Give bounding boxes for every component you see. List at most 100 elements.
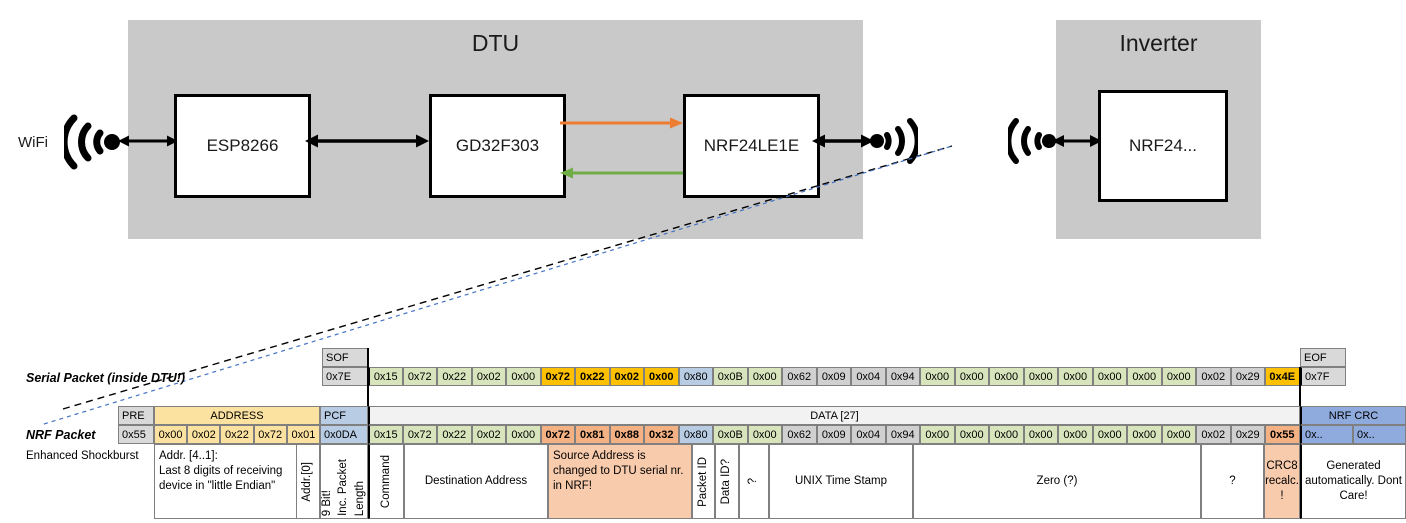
nrf-crc-header: NRF CRC bbox=[1300, 406, 1406, 425]
serial-byte-2: 0x22 bbox=[437, 367, 472, 386]
serial-byte-18: 0x00 bbox=[989, 367, 1024, 386]
inverter-title: Inverter bbox=[1119, 30, 1198, 56]
serial-byte-19: 0x00 bbox=[1023, 367, 1058, 386]
desc-unix-timestamp: UNIX Time Stamp bbox=[769, 444, 913, 519]
nrf-byte-5: 0x72 bbox=[540, 425, 575, 444]
desc-address: Addr. [4..1]: Last 8 digits of receiving… bbox=[154, 444, 320, 519]
nrf-byte-0: 0x15 bbox=[368, 425, 403, 444]
serial-sof-header: SOF bbox=[322, 348, 368, 367]
nrf-byte-11: 0x00 bbox=[747, 425, 782, 444]
wifi-label: WiFi bbox=[18, 134, 48, 151]
chip-nrf24le1e: NRF24LE1E bbox=[683, 94, 820, 198]
nrf-address-byte-3: 0x72 bbox=[253, 425, 287, 444]
serial-byte-13: 0x09 bbox=[816, 367, 851, 386]
serial-byte-5: 0x72 bbox=[540, 367, 575, 386]
nrf-byte-16: 0x00 bbox=[920, 425, 955, 444]
serial-byte-9: 0x80 bbox=[678, 367, 713, 386]
serial-byte-20: 0x00 bbox=[1058, 367, 1093, 386]
nrf-crc-byte-1: 0x.. bbox=[1353, 425, 1406, 444]
rf-antenna-icon-dtu bbox=[870, 118, 918, 164]
desc-destination-address: Destination Address bbox=[404, 444, 548, 519]
nrf-address-byte-0: 0x00 bbox=[154, 425, 188, 444]
desc-data-id: Data ID? bbox=[715, 444, 739, 519]
serial-byte-24: 0x02 bbox=[1196, 367, 1231, 386]
dtu-title: DTU bbox=[471, 30, 520, 56]
desc-data-id-text: Data ID? bbox=[720, 458, 733, 505]
serial-byte-12: 0x62 bbox=[782, 367, 817, 386]
serial-byte-25: 0x29 bbox=[1230, 367, 1265, 386]
nrf-byte-10: 0x0B bbox=[713, 425, 748, 444]
nrf-address-byte-2: 0x22 bbox=[220, 425, 254, 444]
nrf-byte-20: 0x00 bbox=[1058, 425, 1093, 444]
nrf-byte-1: 0x72 bbox=[402, 425, 437, 444]
nrf-byte-18: 0x00 bbox=[989, 425, 1024, 444]
nrf-data-header: DATA [27] bbox=[368, 406, 1300, 425]
nrf-byte-13: 0x09 bbox=[816, 425, 851, 444]
serial-byte-4: 0x00 bbox=[506, 367, 541, 386]
desc-crc8: CRC8 recalc. ! bbox=[1264, 444, 1300, 519]
desc-source-address: Source Address is changed to DTU serial … bbox=[548, 444, 692, 519]
serial-packet-label: Serial Packet (inside DTU!) bbox=[26, 371, 186, 385]
nrf-packet-label: NRF Packet bbox=[26, 428, 96, 442]
nrf-byte-9: 0x80 bbox=[678, 425, 713, 444]
serial-byte-10: 0x0B bbox=[713, 367, 748, 386]
nrf-address-header: ADDRESS bbox=[154, 406, 320, 425]
esp-to-gd32-arrow bbox=[305, 134, 429, 148]
serial-byte-1: 0x72 bbox=[402, 367, 437, 386]
chip-gd32f303: GD32F303 bbox=[429, 94, 566, 198]
nrf-byte-4: 0x00 bbox=[506, 425, 541, 444]
desc-zero: Zero (?) bbox=[913, 444, 1201, 519]
desc-addr0: Addr.[0] bbox=[296, 444, 320, 519]
nrf-byte-19: 0x00 bbox=[1023, 425, 1058, 444]
nrf-byte-23: 0x00 bbox=[1161, 425, 1196, 444]
desc-command-text: Command bbox=[379, 454, 392, 509]
chip-gd32f303-label: GD32F303 bbox=[455, 136, 540, 155]
nrf-byte-2: 0x22 bbox=[437, 425, 472, 444]
serial-byte-26: 0x4E bbox=[1265, 367, 1300, 386]
serial-byte-17: 0x00 bbox=[954, 367, 989, 386]
nrf-byte-26: 0x55 bbox=[1265, 425, 1300, 444]
enhanced-shockburst-label: Enhanced Shockburst bbox=[26, 450, 139, 462]
chip-esp8266-label: ESP8266 bbox=[206, 136, 279, 155]
serial-sof-value: 0x7E bbox=[322, 367, 368, 386]
desc-command: Command bbox=[368, 444, 404, 519]
nrf-pre-header: PRE bbox=[118, 406, 154, 425]
nrf-to-antenna-arrow bbox=[812, 134, 874, 148]
nrf-byte-14: 0x04 bbox=[851, 425, 886, 444]
nrf-byte-6: 0x81 bbox=[575, 425, 610, 444]
serial-byte-22: 0x00 bbox=[1127, 367, 1162, 386]
serial-byte-16: 0x00 bbox=[920, 367, 955, 386]
nrf-pcf-header: PCF bbox=[320, 406, 368, 425]
chip-nrf24-label: NRF24... bbox=[1128, 136, 1198, 155]
serial-byte-14: 0x04 bbox=[851, 367, 886, 386]
green-arrow-icon bbox=[560, 167, 683, 179]
serial-eof-header: EOF bbox=[1300, 348, 1346, 367]
serial-byte-15: 0x94 bbox=[885, 367, 920, 386]
chip-nrf24le1e-label: NRF24LE1E bbox=[703, 136, 800, 155]
chip-nrf24-inverter: NRF24... bbox=[1098, 90, 1228, 202]
nrf-byte-17: 0x00 bbox=[954, 425, 989, 444]
nrf-crc-byte-0: 0x.. bbox=[1300, 425, 1353, 444]
wifi-to-esp-arrow bbox=[118, 135, 178, 147]
nrf-pre-value: 0x55 bbox=[118, 425, 154, 444]
architecture-diagram: DTU Inverter WiFi ESP8266 GD32F303 bbox=[18, 20, 1261, 425]
rf-antenna-icon-inverter bbox=[1008, 118, 1056, 164]
serial-byte-6: 0x22 bbox=[575, 367, 610, 386]
orange-arrow-icon bbox=[560, 117, 683, 129]
nrf-byte-3: 0x02 bbox=[471, 425, 506, 444]
desc-pcf-b: Inc. Packet bbox=[337, 459, 350, 516]
desc-nrf-crc: Generated automatically. Dont Care! bbox=[1300, 444, 1406, 519]
nrf-pcf-value: 0x0DA bbox=[320, 425, 368, 444]
desc-question: ? bbox=[1201, 444, 1264, 519]
desc-tilde-text: ? bbox=[747, 478, 760, 485]
desc-packet-id-text: Packet ID bbox=[696, 456, 709, 507]
desc-pcf: 9 Bit! Inc. Packet Length bbox=[320, 444, 368, 519]
serial-byte-3: 0x02 bbox=[471, 367, 506, 386]
serial-byte-23: 0x00 bbox=[1161, 367, 1196, 386]
callout-leader-lines bbox=[43, 145, 953, 425]
nrf-byte-24: 0x02 bbox=[1196, 425, 1231, 444]
nrf-byte-12: 0x62 bbox=[782, 425, 817, 444]
nrf-byte-22: 0x00 bbox=[1127, 425, 1162, 444]
nrf-byte-21: 0x00 bbox=[1092, 425, 1127, 444]
nrf-byte-15: 0x94 bbox=[885, 425, 920, 444]
